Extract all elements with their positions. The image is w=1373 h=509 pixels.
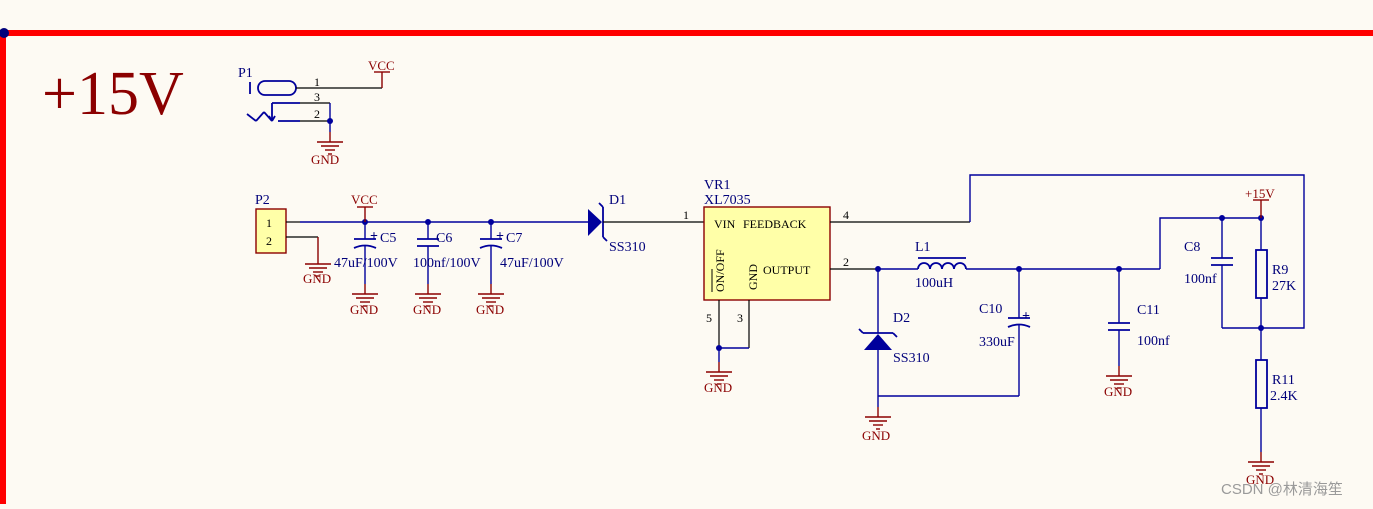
p1-vcc-label: VCC — [368, 58, 395, 73]
vr1-gnd-label: GND — [704, 380, 732, 395]
vr1-pin-vin: VIN — [714, 217, 736, 231]
resistor-r11: R11 2.4K GND — [1246, 359, 1298, 487]
rail-vcc-label: VCC — [351, 192, 378, 207]
vr1-pin-onoff: ON/OFF — [713, 249, 727, 292]
capacitor-c10: + C10 330uF — [878, 266, 1031, 397]
l1-ref: L1 — [915, 240, 931, 255]
d1-ref: D1 — [609, 193, 626, 208]
c6-ref: C6 — [436, 231, 452, 246]
c5-polarity: + — [370, 229, 378, 244]
p1-pin-3: 3 — [314, 90, 320, 104]
p2-ref: P2 — [255, 193, 270, 208]
vr1-pin-gnd: GND — [746, 264, 760, 290]
r9-ref: R9 — [1272, 263, 1288, 278]
vr1-pin-1: 1 — [683, 208, 689, 222]
p1-pin-1: 1 — [314, 75, 320, 89]
sheet-title: +15V — [42, 60, 184, 128]
d2-gnd-label: GND — [862, 428, 890, 443]
r11-ref: R11 — [1272, 373, 1295, 388]
p1-ref: P1 — [238, 66, 253, 81]
resistor-r9: R9 27K — [1255, 218, 1296, 360]
connector-p2: P2 1 2 GND — [255, 193, 332, 286]
capacitor-c7: + C7 47uF/100V GND — [476, 222, 564, 317]
p1-gnd-label: GND — [311, 152, 339, 167]
feedback-trace — [969, 174, 1305, 329]
c10-ref: C10 — [979, 302, 1002, 317]
vr1-value: XL7035 — [704, 193, 751, 208]
p2-gnd-label: GND — [303, 271, 331, 286]
vr1-pin-2: 2 — [843, 255, 849, 269]
c10-polarity: + — [1022, 309, 1030, 324]
c6-gnd-label: GND — [413, 302, 441, 317]
connector-p1: P1 1 3 2 GND VCC — [238, 58, 395, 167]
c10-value: 330uF — [979, 335, 1015, 350]
c5-value: 47uF/100V — [334, 256, 398, 271]
r11-gnd-label: GND — [1246, 472, 1274, 487]
c7-gnd-label: GND — [476, 302, 504, 317]
c8-ref: C8 — [1184, 240, 1200, 255]
out-15v-label: +15V — [1245, 186, 1275, 201]
watermark: CSDN @林清海笙 — [1221, 481, 1343, 498]
d2-ref: D2 — [893, 311, 910, 326]
diode-d2: D2 SS310 GND — [858, 266, 930, 443]
vr1-pin-feedback: FEEDBACK — [743, 217, 807, 231]
p2-pin-1: 1 — [266, 216, 272, 230]
vr1-ref: VR1 — [704, 178, 730, 193]
capacitor-c6: C6 100nf/100V GND — [413, 222, 481, 317]
c6-value: 100nf/100V — [413, 256, 481, 271]
c7-ref: C7 — [506, 231, 522, 246]
vr1-pin-5: 5 — [706, 311, 712, 325]
sheet-border — [0, 28, 1373, 504]
vr1-pin-3: 3 — [737, 311, 743, 325]
inductor-l1: L1 100uH — [878, 240, 1160, 291]
p1-pin-2: 2 — [314, 107, 320, 121]
r11-value: 2.4K — [1270, 389, 1298, 404]
c7-polarity: + — [496, 229, 504, 244]
c8-value: 100nf — [1184, 272, 1217, 287]
c5-gnd-label: GND — [350, 302, 378, 317]
p2-pin-2: 2 — [266, 234, 272, 248]
d1-value: SS310 — [609, 240, 646, 255]
l1-value: 100uH — [915, 276, 953, 291]
capacitor-c11: C11 100nf GND — [1104, 266, 1170, 399]
regulator-vr1: VR1 XL7035 VIN FEEDBACK OUTPUT ON/OFF GN… — [703, 178, 970, 395]
c11-ref: C11 — [1137, 303, 1160, 318]
c5-ref: C5 — [380, 231, 396, 246]
vr1-pin-4: 4 — [843, 208, 849, 222]
c11-gnd-label: GND — [1104, 384, 1132, 399]
c7-value: 47uF/100V — [500, 256, 564, 271]
d2-value: SS310 — [893, 351, 930, 366]
capacitor-c8: C8 100nf — [1184, 218, 1261, 329]
r9-value: 27K — [1272, 279, 1296, 294]
capacitor-c5: + C5 47uF/100V GND — [334, 222, 398, 317]
diode-d1: D1 SS310 1 — [588, 193, 704, 255]
c11-value: 100nf — [1137, 334, 1170, 349]
vr1-pin-output: OUTPUT — [763, 263, 811, 277]
